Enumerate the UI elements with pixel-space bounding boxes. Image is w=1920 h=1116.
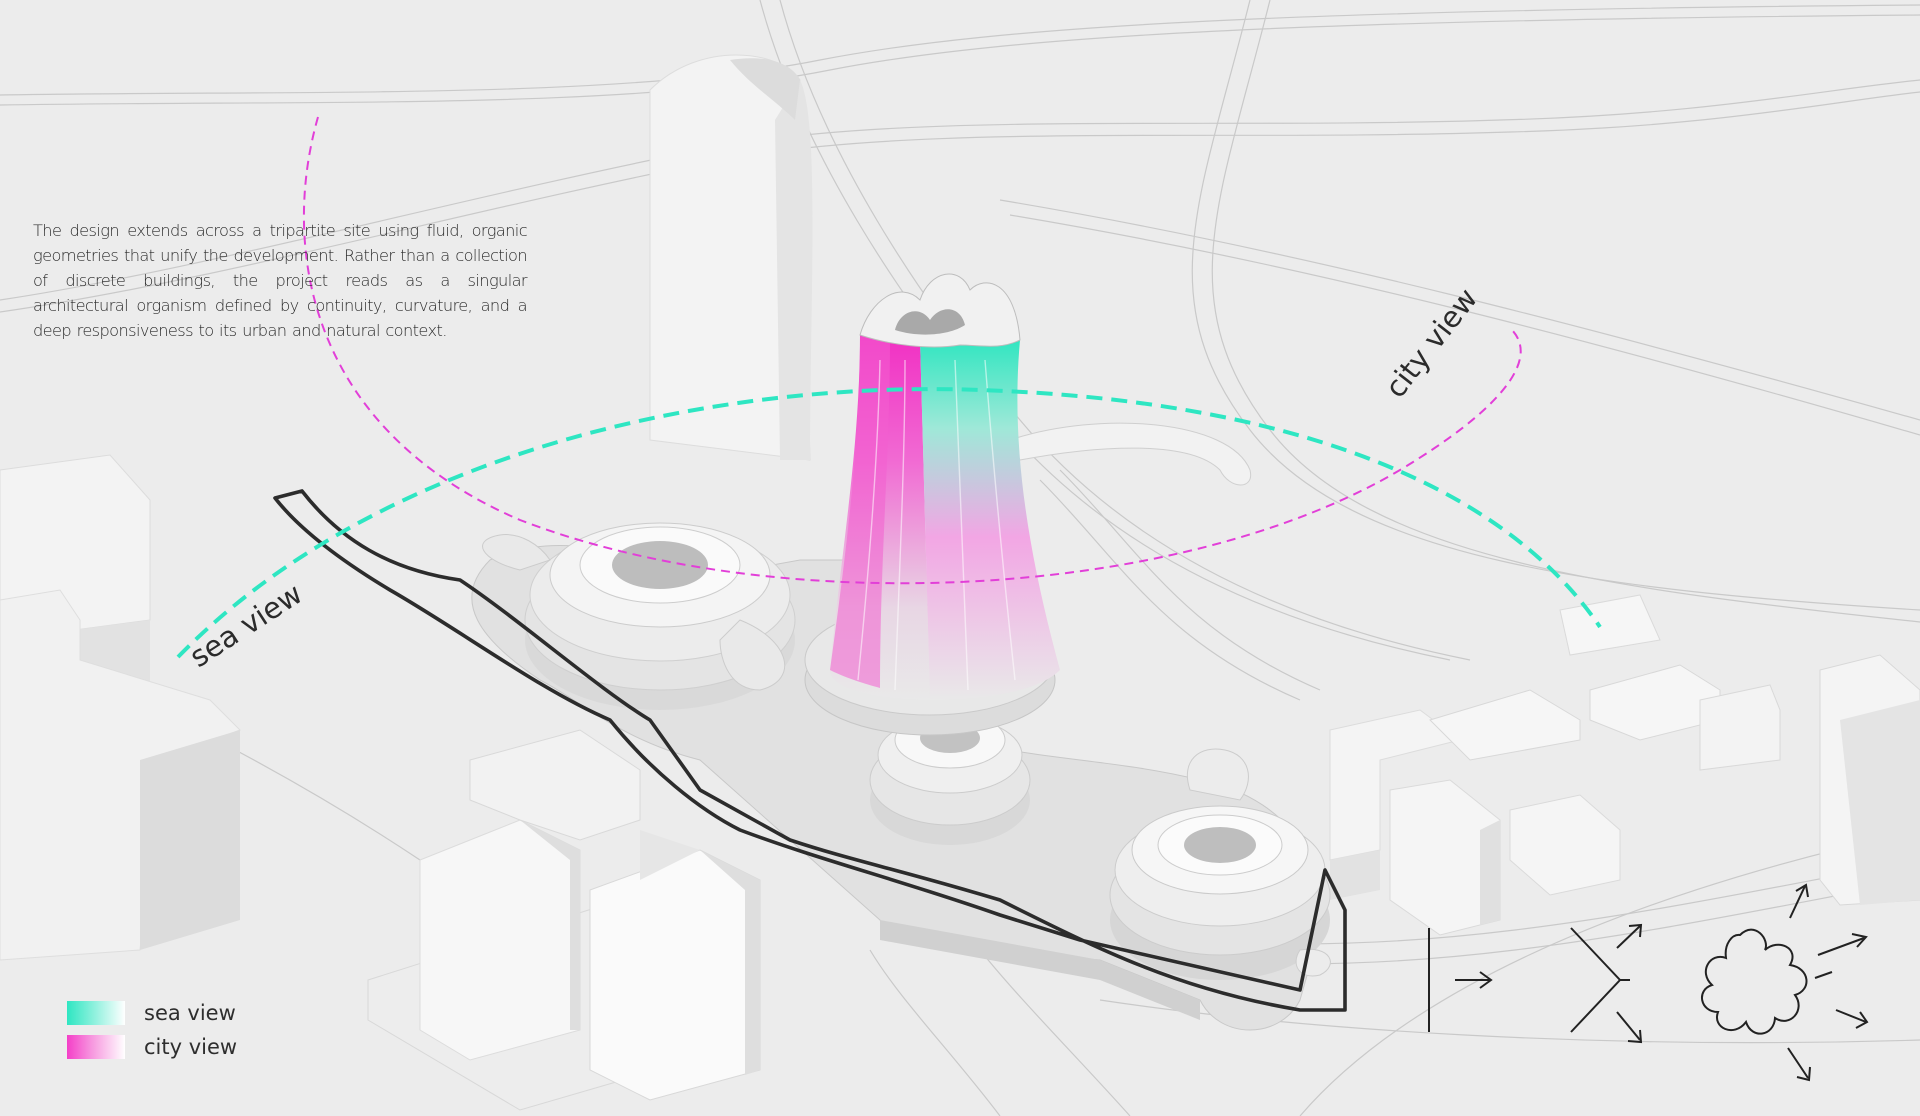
tall-sail-building — [649, 54, 813, 461]
concept-diagram — [1428, 883, 1869, 1082]
legend-label: sea view — [144, 1001, 236, 1025]
context-buildings-right — [1329, 594, 1920, 936]
legend-label: city view — [144, 1035, 238, 1059]
sea-view-arc — [176, 387, 1602, 659]
flower-pod-left — [482, 522, 796, 710]
legend-item-city-view: city view — [67, 1030, 237, 1064]
context-buildings-bottom-left — [367, 729, 761, 1111]
city-view-swatch — [67, 1035, 125, 1059]
central-tower — [830, 273, 1060, 700]
legend-item-sea-view: sea view — [67, 996, 237, 1030]
curved-bridge — [1009, 422, 1252, 486]
legend: sea view city view — [67, 996, 237, 1064]
sea-view-swatch — [67, 1001, 125, 1025]
forward-arrow-icon — [1455, 971, 1493, 989]
city-view-arc — [303, 116, 1522, 585]
project-description: The design extends across a tripartite s… — [33, 221, 528, 340]
flower-pod-center — [869, 711, 1031, 845]
site-boundary — [273, 489, 1347, 1012]
branching-arrows-icon — [1570, 923, 1643, 1044]
context-buildings-left — [0, 454, 241, 961]
flower-pod-right — [1109, 748, 1331, 980]
radiating-flower-icon — [1701, 883, 1869, 1082]
